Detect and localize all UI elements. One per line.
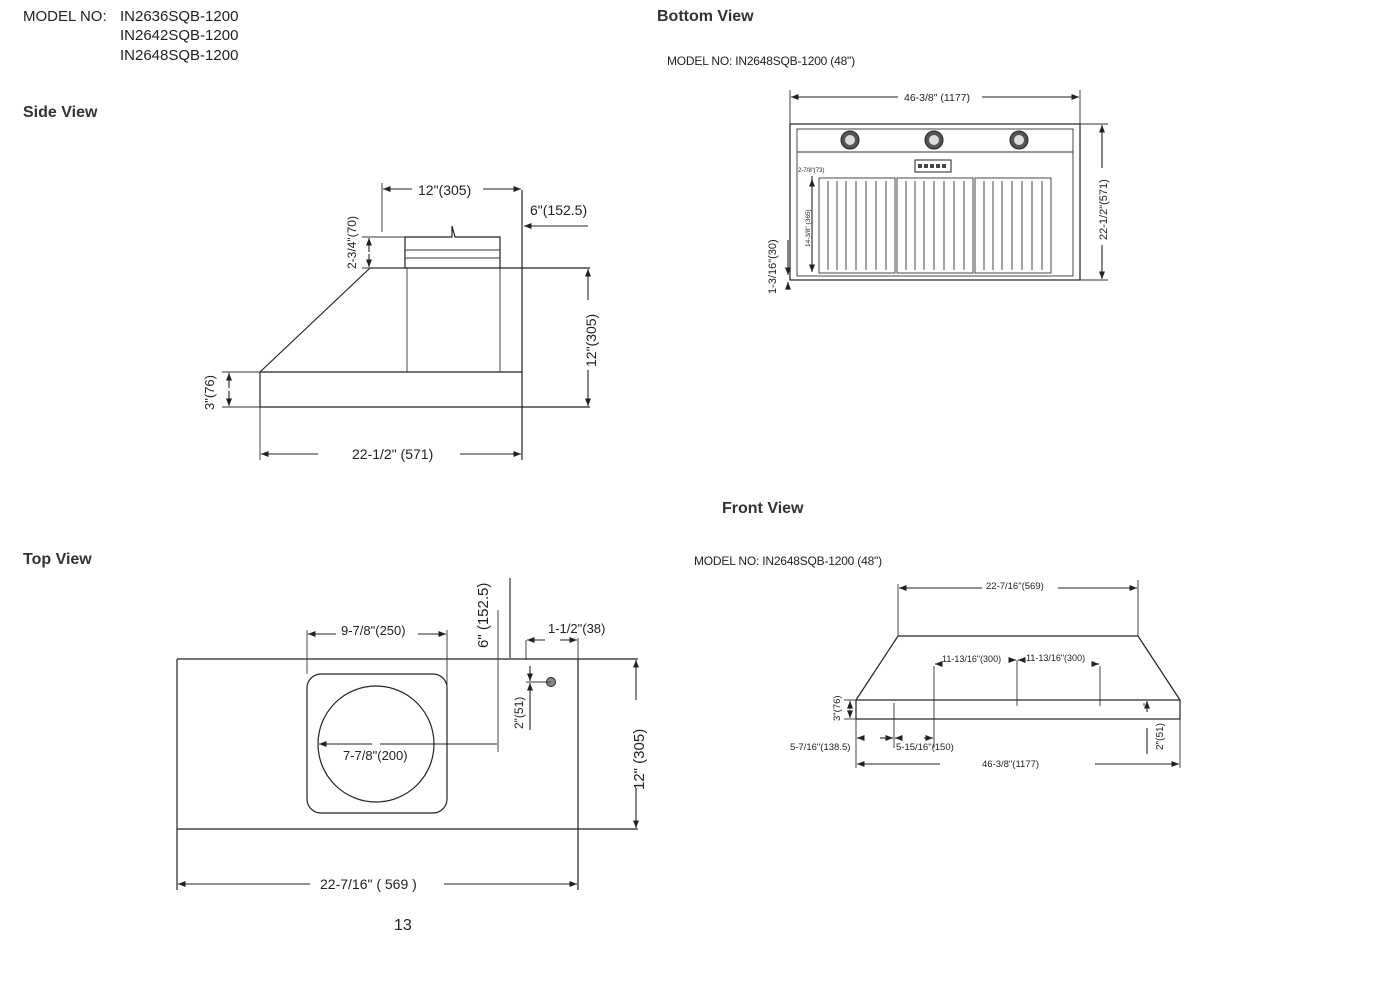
side-view-drawing — [222, 183, 592, 460]
top-hole-offset-label: 2"(51) — [512, 697, 526, 729]
baffle-filter — [974, 177, 1052, 274]
side-collar-height-label: 2-3/4"(70) — [345, 216, 359, 269]
top-width-label: 22-7/16" ( 569 ) — [320, 876, 417, 892]
top-collar-width-label: 9-7/8"(250) — [341, 623, 406, 638]
baffle-filter — [818, 177, 896, 274]
front-light-offset-label: 5-15/16"(150) — [896, 742, 954, 753]
side-lip-height-label: 3"(76) — [202, 375, 217, 410]
bottom-offset-label: 1-3/16"(30) — [767, 239, 779, 294]
front-view-drawing — [844, 580, 1181, 768]
bottom-view-model: MODEL NO: IN2648SQB-1200 (48") — [667, 54, 855, 68]
model-number-2: IN2642SQB-1200 — [120, 27, 239, 44]
bottom-filter-height-label: 14-3/8" (365) — [805, 209, 812, 247]
baffle-filter — [896, 177, 974, 274]
front-bottom-width-label: 46-3/8"(1177) — [982, 759, 1039, 770]
top-height-label: 12" (305) — [631, 729, 648, 790]
front-lip-height-label: 3"(76) — [832, 695, 843, 721]
front-spacing-right-label: 11-13/16"(300) — [1026, 653, 1085, 663]
top-view-drawing — [176, 578, 640, 890]
front-view-title: Front View — [722, 500, 804, 517]
side-view-title: Side View — [23, 104, 98, 121]
front-side-offset-label: 5-7/16"(138.5) — [790, 742, 850, 753]
top-view-title: Top View — [23, 551, 92, 568]
front-spacing-left-label: 11-13/16"(300) — [942, 654, 1001, 664]
side-depth-label: 22-1/2" (571) — [352, 446, 433, 462]
side-body-height-label: 12"(305) — [583, 314, 599, 367]
top-offset-label: 6" (152.5) — [475, 583, 492, 648]
top-small-offset-label: 1-1/2"(38) — [548, 621, 605, 636]
light-icon — [924, 130, 944, 150]
light-icon — [1009, 130, 1029, 150]
bottom-view-drawing — [784, 90, 1108, 290]
front-view-model: MODEL NO: IN2648SQB-1200 (48") — [694, 554, 882, 568]
model-number-3: IN2648SQB-1200 — [120, 47, 239, 64]
front-top-width-label: 22-7/16"(569) — [986, 581, 1044, 592]
top-duct-diameter-label: 7-7/8"(200) — [343, 748, 408, 763]
model-number-1: IN2636SQB-1200 — [120, 8, 239, 25]
bottom-view-title: Bottom View — [657, 8, 754, 25]
model-label: MODEL NO: — [23, 8, 107, 25]
side-top-width-label: 12"(305) — [418, 182, 471, 198]
light-icon — [840, 130, 860, 150]
bottom-filter-offset-label: 2-7/8"(73) — [798, 168, 824, 174]
bottom-depth-label: 22-1/2"(571) — [1098, 179, 1110, 240]
page-number: 13 — [394, 917, 412, 934]
bottom-width-label: 46-3/8" (1177) — [904, 92, 970, 104]
side-offset-label: 6"(152.5) — [530, 202, 587, 218]
front-right-height-label: 2"(51) — [1155, 723, 1166, 750]
